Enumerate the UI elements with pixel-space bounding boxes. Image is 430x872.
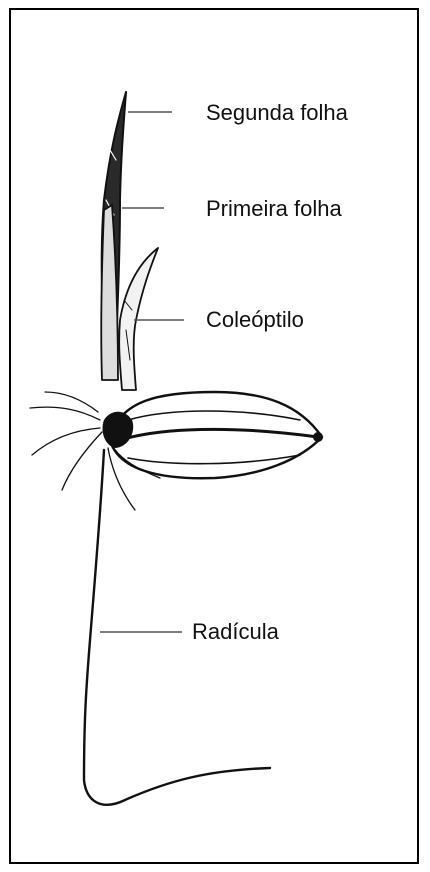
label-coleoptile: Coleóptilo: [206, 309, 304, 331]
label-second-leaf: Segunda folha: [206, 102, 348, 124]
label-radicle: Radícula: [192, 621, 279, 643]
coleoptile: [119, 248, 158, 390]
label-first-leaf: Primeira folha: [206, 198, 342, 220]
